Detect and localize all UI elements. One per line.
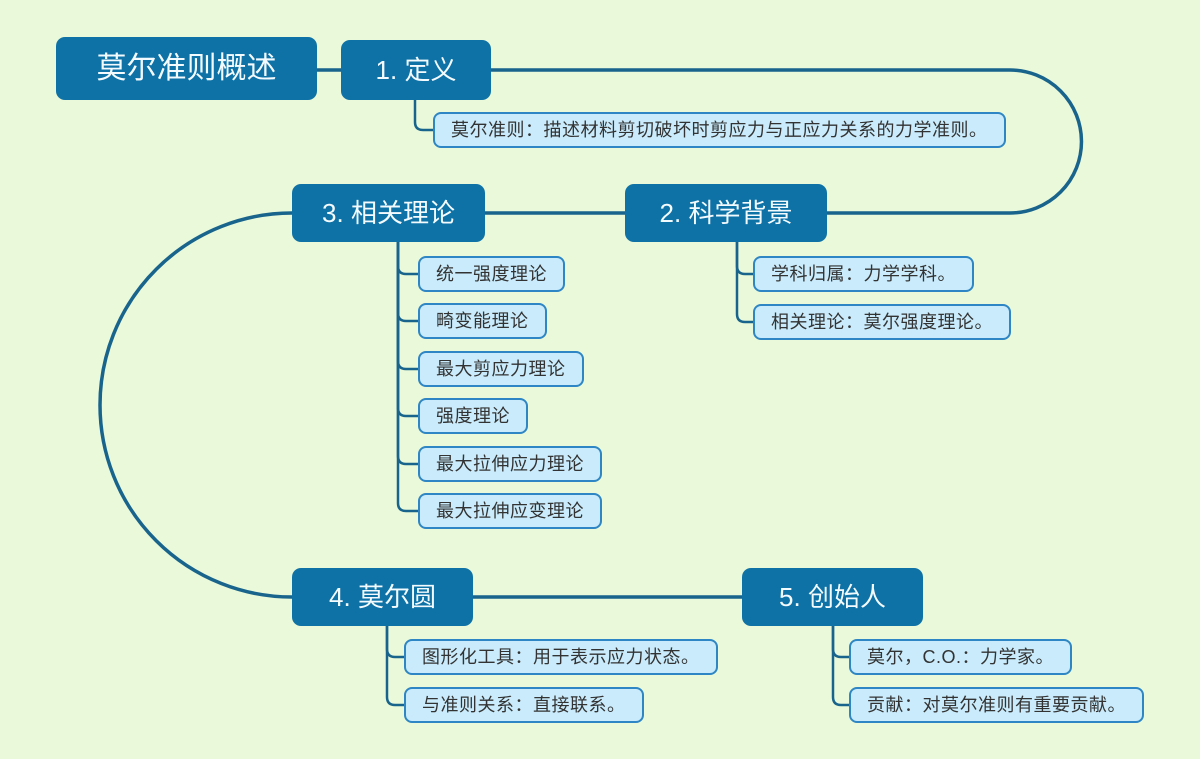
child-founder-contribution[interactable]: 贡献：对莫尔准则有重要贡献。 <box>849 687 1144 723</box>
link-theories-child-6 <box>396 240 420 513</box>
link-science-child-1 <box>735 240 755 276</box>
child-theory-strength[interactable]: 强度理论 <box>418 398 528 434</box>
node-root[interactable]: 莫尔准则概述 <box>56 37 317 100</box>
child-circle-graphical-tool[interactable]: 图形化工具：用于表示应力状态。 <box>404 639 718 675</box>
branch-science-background[interactable]: 2. 科学背景 <box>625 184 827 242</box>
child-circle-relation[interactable]: 与准则关系：直接联系。 <box>404 687 644 723</box>
child-science-discipline[interactable]: 学科归属：力学学科。 <box>753 256 974 292</box>
branch-definition[interactable]: 1. 定义 <box>341 40 491 100</box>
link-founder-child-2 <box>831 624 851 707</box>
link-theories-child-2 <box>396 240 420 323</box>
link-theories-child-3 <box>396 240 420 371</box>
link-theories-child-1 <box>396 240 420 276</box>
link-circle-child-1 <box>385 624 406 659</box>
child-founder-mohr[interactable]: 莫尔，C.O.：力学家。 <box>849 639 1073 675</box>
child-theory-max-tensile-stress[interactable]: 最大拉伸应力理论 <box>418 446 602 482</box>
child-theory-max-shear-stress[interactable]: 最大剪应力理论 <box>418 351 584 387</box>
child-theory-max-tensile-strain[interactable]: 最大拉伸应变理论 <box>418 493 602 529</box>
link-circle-child-2 <box>385 624 406 707</box>
link-theories-child-5 <box>396 240 420 466</box>
link-founder-child-1 <box>831 624 851 659</box>
branch-founder[interactable]: 5. 创始人 <box>742 568 923 626</box>
branch-related-theories[interactable]: 3. 相关理论 <box>292 184 485 242</box>
branch-mohr-circle[interactable]: 4. 莫尔圆 <box>292 568 473 626</box>
child-definition-detail[interactable]: 莫尔准则：描述材料剪切破坏时剪应力与正应力关系的力学准则。 <box>433 112 1006 148</box>
child-science-related-theory[interactable]: 相关理论：莫尔强度理论。 <box>753 304 1011 340</box>
link-theories-child-4 <box>396 240 420 418</box>
link-definition-science-arc <box>489 68 1084 215</box>
link-theories-circle-arc <box>98 211 294 599</box>
link-definition-child <box>413 98 435 132</box>
child-theory-distortion-energy[interactable]: 畸变能理论 <box>418 303 547 339</box>
link-science-child-2 <box>735 240 755 324</box>
child-theory-unified-strength[interactable]: 统一强度理论 <box>418 256 565 292</box>
